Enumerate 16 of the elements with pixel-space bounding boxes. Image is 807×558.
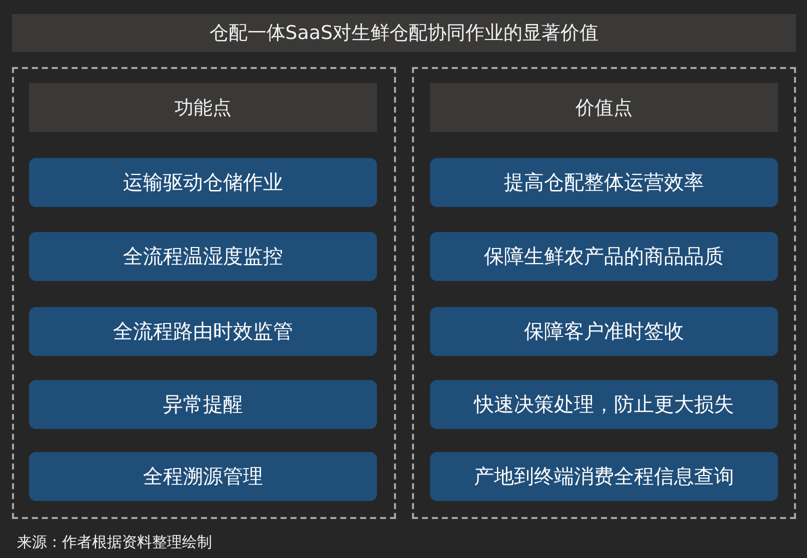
item-box: 全流程温湿度监控	[29, 232, 377, 281]
caption: 来源：作者根据资料整理绘制	[17, 532, 212, 553]
header-box: 价值点	[430, 83, 778, 132]
item-box: 提高仓配整体运营效率	[430, 158, 778, 207]
item-box: 全程溯源管理	[29, 452, 377, 501]
item-box: 保障客户准时签收	[430, 307, 778, 356]
dashed-panel	[412, 67, 796, 519]
item-box: 产地到终端消费全程信息查询	[430, 452, 778, 501]
item-box: 快速决策处理，防止更大损失	[430, 380, 778, 429]
header-box: 功能点	[29, 83, 377, 132]
item-box: 全流程路由时效监管	[29, 307, 377, 356]
item-box: 保障生鲜农产品的商品品质	[430, 232, 778, 281]
title-bar: 仓配一体SaaS对生鲜仓配协同作业的显著价值	[12, 14, 796, 52]
item-box: 异常提醒	[29, 380, 377, 429]
dashed-panel	[12, 67, 396, 519]
item-box: 运输驱动仓储作业	[29, 158, 377, 207]
